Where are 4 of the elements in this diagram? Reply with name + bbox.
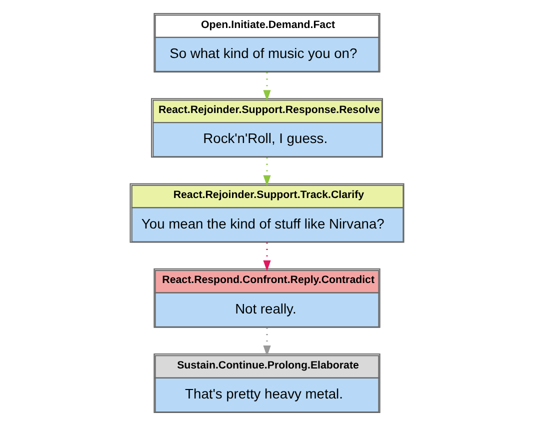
arrow [262, 157, 270, 186]
arrow [262, 72, 270, 101]
arrow [262, 242, 270, 271]
arrow [262, 327, 270, 356]
